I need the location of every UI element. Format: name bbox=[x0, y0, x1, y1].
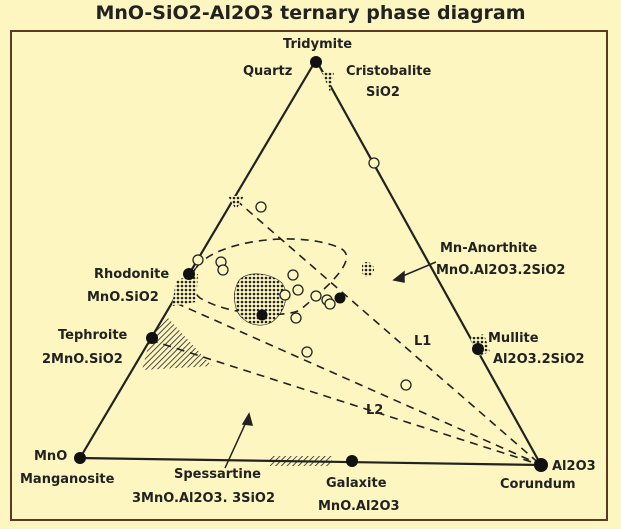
open-circle bbox=[192, 254, 204, 266]
label-mn-anorthite: Mn-Anorthite bbox=[440, 241, 537, 256]
phase-labels: Tridymite Quartz Cristobalite SiO2 Mn-An… bbox=[20, 37, 596, 514]
label-sio2: SiO2 bbox=[366, 85, 400, 100]
open-circle bbox=[310, 290, 322, 302]
open-circle bbox=[287, 269, 299, 281]
tridymite-point bbox=[310, 56, 322, 68]
label-mno: MnO bbox=[34, 449, 67, 464]
dashed-line-l1 bbox=[175, 302, 542, 466]
dashed-lines bbox=[149, 199, 542, 466]
tephroite-hatched-region bbox=[142, 318, 212, 370]
shaded-regions bbox=[142, 72, 490, 466]
open-circle bbox=[324, 298, 336, 310]
galaxite-hatched-band bbox=[270, 456, 332, 466]
central-point bbox=[256, 309, 268, 321]
anorthite-point bbox=[334, 292, 346, 304]
open-circle bbox=[400, 379, 412, 391]
label-quartz: Quartz bbox=[243, 64, 292, 79]
label-spessartine: Spessartine bbox=[174, 467, 261, 482]
tephroite-point bbox=[146, 332, 158, 344]
open-circle bbox=[279, 289, 291, 301]
cristobalite-side-patch bbox=[228, 196, 244, 210]
label-rhodonite-formula: MnO.SiO2 bbox=[87, 290, 159, 305]
label-mullite: Mullite bbox=[488, 331, 539, 346]
label-cristobalite: Cristobalite bbox=[346, 64, 431, 79]
label-corundum: Corundum bbox=[500, 477, 576, 492]
label-galaxite-formula: MnO.Al2O3 bbox=[318, 499, 400, 514]
open-circle bbox=[290, 312, 302, 324]
label-manganosite: Manganosite bbox=[20, 472, 115, 487]
label-tephroite-formula: 2MnO.SiO2 bbox=[42, 352, 123, 367]
diagram-title: MnO-SiO2-Al2O3 ternary phase diagram bbox=[95, 2, 526, 24]
galaxite-point bbox=[346, 455, 358, 467]
rhodonite-shaded-region bbox=[172, 274, 198, 306]
open-circles bbox=[192, 157, 412, 391]
mno-point bbox=[74, 452, 86, 464]
label-spessartine-formula: 3MnO.Al2O3. 3SiO2 bbox=[132, 491, 275, 506]
anorthite-patch bbox=[362, 262, 374, 278]
open-circle bbox=[255, 201, 267, 213]
al2o3-point bbox=[534, 458, 548, 472]
rhodonite-point bbox=[183, 268, 195, 280]
diagram-frame bbox=[10, 30, 608, 521]
dashed-liquid-region bbox=[191, 238, 348, 316]
label-mullite-formula: Al2O3.2SiO2 bbox=[493, 352, 585, 367]
central-shaded-region bbox=[233, 273, 287, 326]
solid-points bbox=[74, 56, 548, 472]
cristobalite-patch bbox=[322, 72, 334, 92]
open-circle bbox=[301, 346, 313, 358]
dashed-line-l2 bbox=[149, 339, 542, 466]
label-tridymite: Tridymite bbox=[283, 37, 352, 52]
label-al2o3: Al2O3 bbox=[552, 459, 596, 474]
mullite-point bbox=[472, 343, 484, 355]
label-tephroite: Tephroite bbox=[58, 328, 128, 343]
dashed-line-upper bbox=[235, 199, 542, 466]
arrows bbox=[224, 261, 437, 469]
label-l2: L2 bbox=[366, 403, 383, 418]
label-mn-anorthite-formula: MnO.Al2O3.2SiO2 bbox=[436, 263, 565, 278]
label-galaxite: Galaxite bbox=[326, 476, 387, 491]
label-rhodonite: Rhodonite bbox=[94, 267, 169, 282]
label-l1: L1 bbox=[414, 334, 431, 349]
open-circle bbox=[292, 284, 304, 296]
open-circle bbox=[368, 157, 380, 169]
open-circle bbox=[217, 264, 229, 276]
